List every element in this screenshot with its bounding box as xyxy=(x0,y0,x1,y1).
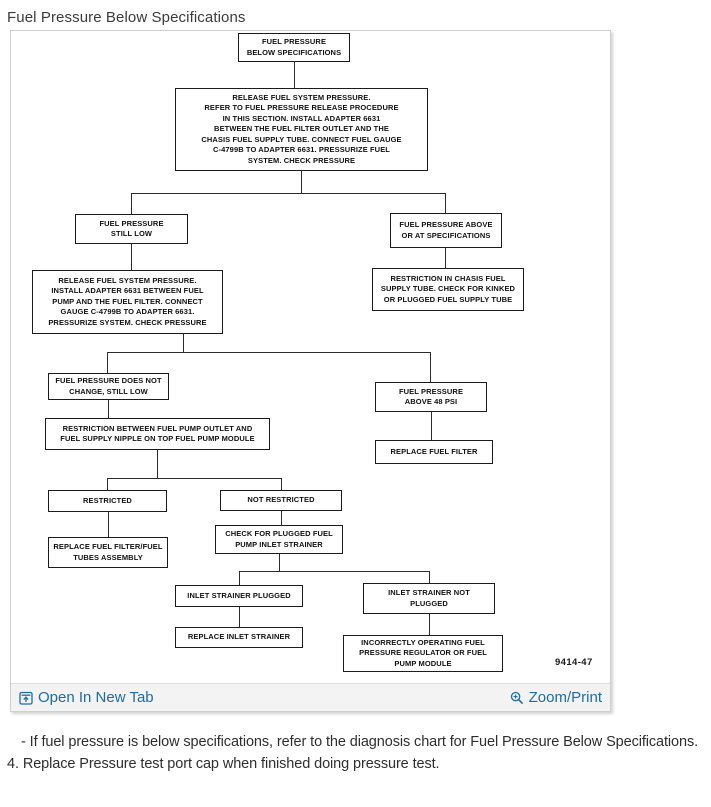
flow-node-restriction-pump-outlet: RESTRICTION BETWEEN FUEL PUMP OUTLET AND… xyxy=(45,418,270,450)
connector xyxy=(431,412,432,440)
connector xyxy=(239,607,240,627)
connector xyxy=(429,614,430,635)
connector xyxy=(107,478,108,490)
flowchart-diagram: FUEL PRESSURE BELOW SPECIFICATIONS RELEA… xyxy=(11,31,610,683)
connector xyxy=(281,511,282,525)
connector xyxy=(108,512,109,537)
flow-node-no-change-still-low: FUEL PRESSURE DOES NOT CHANGE, STILL LOW xyxy=(48,373,169,400)
flow-node-inlet-strainer-not-plugged: INLET STRAINER NOT PLUGGED xyxy=(363,583,495,614)
connector xyxy=(108,400,109,418)
flow-node-above-48-psi: FUEL PRESSURE ABOVE 48 PSI xyxy=(375,382,487,412)
connector xyxy=(107,478,282,479)
flow-node-incorrect-regulator-or-module: INCORRECTLY OPERATING FUEL PRESSURE REGU… xyxy=(343,635,503,672)
connector xyxy=(107,352,108,373)
flow-node-not-restricted: NOT RESTRICTED xyxy=(220,490,342,511)
flow-node-release-pressurize-check: RELEASE FUEL SYSTEM PRESSURE. REFER TO F… xyxy=(175,88,428,171)
flow-node-replace-inlet-strainer: REPLACE INLET STRAINER xyxy=(175,627,303,648)
connector xyxy=(279,554,280,571)
zoom-magnifier-icon xyxy=(510,691,524,705)
connector xyxy=(157,450,158,478)
connector xyxy=(131,244,132,270)
connector xyxy=(445,193,446,213)
flow-node-replace-fuel-filter: REPLACE FUEL FILTER xyxy=(375,440,493,464)
flow-node-still-low: FUEL PRESSURE STILL LOW xyxy=(75,214,188,244)
open-in-new-tab-link[interactable]: Open In New Tab xyxy=(19,689,154,706)
flow-node-above-or-at-spec: FUEL PRESSURE ABOVE OR AT SPECIFICATIONS xyxy=(390,213,502,248)
diagram-viewer: FUEL PRESSURE BELOW SPECIFICATIONS RELEA… xyxy=(10,30,611,712)
open-in-new-tab-icon xyxy=(19,691,33,705)
connector xyxy=(131,193,132,214)
connector xyxy=(430,352,431,382)
zoom-print-link[interactable]: Zoom/Print xyxy=(510,689,602,706)
flow-node-release-pressurize-check-2: RELEASE FUEL SYSTEM PRESSURE. INSTALL AD… xyxy=(32,270,223,334)
connector xyxy=(301,171,302,193)
connector xyxy=(429,571,430,583)
open-in-new-tab-label: Open In New Tab xyxy=(38,689,154,706)
connector xyxy=(281,478,282,490)
notes-section: - If fuel pressure is below specificatio… xyxy=(7,731,709,775)
flow-node-inlet-strainer-plugged: INLET STRAINER PLUGGED xyxy=(175,585,303,607)
connector xyxy=(239,571,430,572)
page-title: Fuel Pressure Below Specifications xyxy=(7,9,246,26)
zoom-print-label: Zoom/Print xyxy=(528,689,602,706)
connector xyxy=(107,352,431,353)
connector xyxy=(183,334,184,352)
note-line: 4. Replace Pressure test port cap when f… xyxy=(7,756,440,772)
flow-node-restriction-chassis-tube: RESTRICTION IN CHASIS FUEL SUPPLY TUBE. … xyxy=(372,268,524,311)
image-toolbar: Open In New Tab Zoom/Print xyxy=(11,683,610,711)
flow-node-replace-filter-tubes-assembly: REPLACE FUEL FILTER/FUEL TUBES ASSEMBLY xyxy=(48,537,168,568)
flow-node-restricted: RESTRICTED xyxy=(48,490,167,512)
connector xyxy=(445,248,446,268)
connector xyxy=(294,61,295,88)
connector xyxy=(239,571,240,585)
note-line: - If fuel pressure is below specificatio… xyxy=(21,734,699,750)
flow-node-check-inlet-strainer: CHECK FOR PLUGGED FUEL PUMP INLET STRAIN… xyxy=(215,525,343,554)
flow-node-start: FUEL PRESSURE BELOW SPECIFICATIONS xyxy=(238,33,350,62)
connector xyxy=(131,193,446,194)
figure-code: 9414-47 xyxy=(555,657,593,668)
